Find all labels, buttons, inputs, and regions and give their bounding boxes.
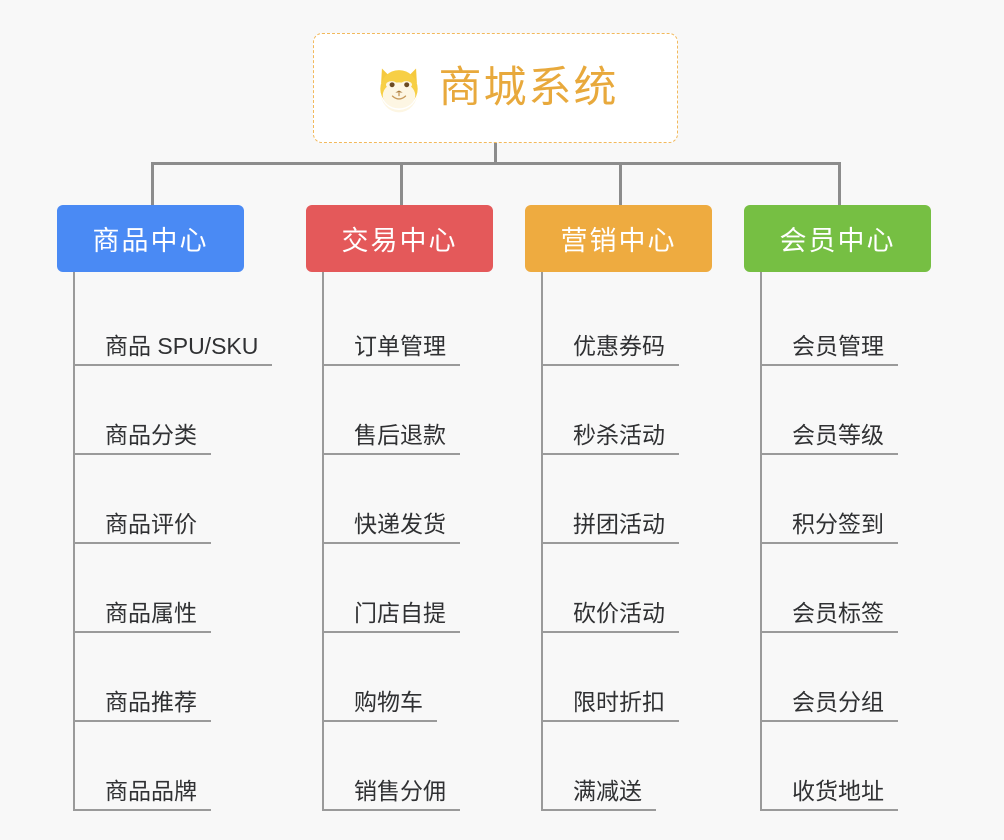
list-item[interactable]: 会员等级	[762, 366, 931, 455]
list-item[interactable]: 会员标签	[762, 544, 931, 633]
branch-items: 订单管理 售后退款 快递发货 门店自提 购物车 销售分佣	[322, 272, 493, 811]
list-item-label: 砍价活动	[543, 601, 679, 633]
list-item[interactable]: 砍价活动	[543, 544, 712, 633]
list-item-label: 拼团活动	[543, 512, 679, 544]
list-item-label: 限时折扣	[543, 690, 679, 722]
branch-header[interactable]: 交易中心	[306, 205, 493, 272]
list-item[interactable]: 收货地址	[762, 722, 931, 811]
connector-drop-3	[619, 162, 622, 206]
list-item-label: 商品品牌	[75, 779, 211, 811]
connector-drop-1	[151, 162, 154, 206]
list-item[interactable]: 商品品牌	[75, 722, 272, 811]
list-item-label: 订单管理	[324, 334, 460, 366]
list-item[interactable]: 商品 SPU/SKU	[75, 277, 273, 366]
list-item[interactable]: 拼团活动	[543, 455, 712, 544]
list-item-label: 满减送	[543, 779, 656, 811]
connector-root-stem	[494, 143, 497, 165]
list-item-label: 售后退款	[324, 423, 460, 455]
list-item[interactable]: 满减送	[543, 722, 712, 811]
connector-horizontal-bus	[151, 162, 841, 165]
list-item[interactable]: 销售分佣	[324, 722, 493, 811]
list-item[interactable]: 商品推荐	[75, 633, 272, 722]
list-item[interactable]: 售后退款	[324, 366, 493, 455]
branch-header[interactable]: 营销中心	[525, 205, 712, 272]
root-node[interactable]: 商城系统	[313, 33, 678, 143]
list-item[interactable]: 快递发货	[324, 455, 493, 544]
list-item[interactable]: 限时折扣	[543, 633, 712, 722]
list-item-label: 会员分组	[762, 690, 898, 722]
shiba-dog-face-icon	[373, 62, 425, 114]
list-item[interactable]: 订单管理	[324, 277, 493, 366]
list-item-label: 收货地址	[762, 779, 898, 811]
list-item-label: 门店自提	[324, 601, 460, 633]
list-item-label: 购物车	[324, 690, 437, 722]
list-item-label: 秒杀活动	[543, 423, 679, 455]
list-item[interactable]: 优惠券码	[543, 277, 712, 366]
list-item-label: 商品推荐	[75, 690, 211, 722]
list-item-label: 销售分佣	[324, 779, 460, 811]
list-item[interactable]: 购物车	[324, 633, 493, 722]
list-item-label: 商品属性	[75, 601, 211, 633]
list-item[interactable]: 会员管理	[762, 277, 931, 366]
list-item[interactable]: 门店自提	[324, 544, 493, 633]
branch-header[interactable]: 商品中心	[57, 205, 244, 272]
list-item-label: 会员标签	[762, 601, 898, 633]
list-item[interactable]: 商品评价	[75, 455, 272, 544]
branch-items: 商品 SPU/SKU 商品分类 商品评价 商品属性 商品推荐 商品品牌	[73, 272, 273, 811]
list-item[interactable]: 商品分类	[75, 366, 272, 455]
root-title: 商城系统	[438, 63, 619, 112]
branch-product-center: 商品中心 商品 SPU/SKU 商品分类 商品评价 商品属性 商品推荐 商品品牌	[57, 205, 273, 811]
branch-member-center: 会员中心 会员管理 会员等级 积分签到 会员标签 会员分组 收货地址	[744, 205, 931, 811]
connector-drop-2	[400, 162, 403, 206]
list-item-label: 商品 SPU/SKU	[75, 334, 273, 366]
branch-header[interactable]: 会员中心	[744, 205, 931, 272]
list-item[interactable]: 积分签到	[762, 455, 931, 544]
list-item-label: 积分签到	[762, 512, 898, 544]
list-item-label: 商品评价	[75, 512, 211, 544]
list-item[interactable]: 商品属性	[75, 544, 272, 633]
connector-drop-4	[838, 162, 841, 206]
list-item-label: 优惠券码	[543, 334, 679, 366]
branch-items: 会员管理 会员等级 积分签到 会员标签 会员分组 收货地址	[760, 272, 931, 811]
branch-marketing-center: 营销中心 优惠券码 秒杀活动 拼团活动 砍价活动 限时折扣 满减送	[525, 205, 712, 811]
branch-trade-center: 交易中心 订单管理 售后退款 快递发货 门店自提 购物车 销售分佣	[306, 205, 493, 811]
list-item[interactable]: 秒杀活动	[543, 366, 712, 455]
list-item-label: 商品分类	[75, 423, 211, 455]
list-item-label: 会员等级	[762, 423, 898, 455]
list-item-label: 快递发货	[324, 512, 460, 544]
list-item-label: 会员管理	[762, 334, 898, 366]
list-item[interactable]: 会员分组	[762, 633, 931, 722]
branch-items: 优惠券码 秒杀活动 拼团活动 砍价活动 限时折扣 满减送	[541, 272, 712, 811]
